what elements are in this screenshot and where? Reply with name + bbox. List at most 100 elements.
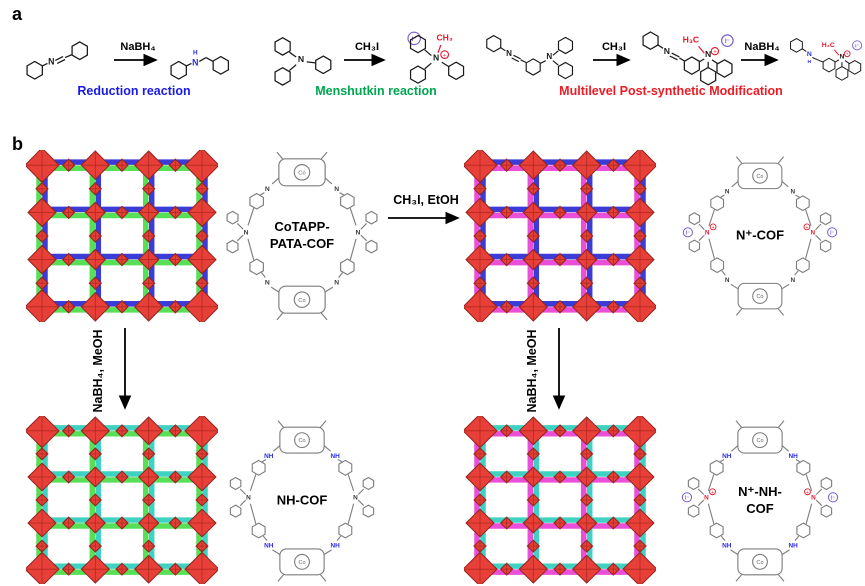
- svg-text:N: N: [244, 230, 249, 237]
- svg-text:N: N: [356, 230, 361, 237]
- triphenylamine-structure: N: [274, 37, 332, 86]
- svg-text:N: N: [704, 495, 709, 502]
- svg-text:CH₃: CH₃: [437, 32, 453, 42]
- panel-a-label: a: [12, 4, 23, 24]
- reduction-arrow-b: NaBH₄: [741, 41, 780, 66]
- svg-text:+: +: [712, 225, 715, 231]
- psm-caption: Multilevel Post-synthetic Modification: [559, 84, 783, 98]
- methyl-group: H₃C +: [683, 35, 720, 56]
- svg-text:N: N: [334, 186, 339, 193]
- svg-text:Co: Co: [756, 438, 763, 444]
- amine-nh-group: H N: [192, 50, 198, 68]
- benzene-ring: [26, 60, 43, 80]
- svg-text:H₃C: H₃C: [822, 42, 835, 49]
- svg-text:N: N: [791, 189, 796, 196]
- benzene-ring: [486, 35, 502, 53]
- benzene-ring: [170, 60, 187, 80]
- structure-name: N⁺-COF: [660, 228, 860, 245]
- svg-text:N: N: [246, 495, 251, 502]
- svg-text:N: N: [725, 277, 730, 284]
- svg-text:N: N: [353, 495, 358, 502]
- svg-text:NH: NH: [789, 453, 799, 460]
- amine-product-structure: H N: [170, 50, 230, 80]
- imine-nitrogen-label: N: [48, 56, 54, 66]
- svg-text:N: N: [334, 280, 339, 287]
- imine-nitrogen-label: N: [664, 46, 670, 56]
- svg-text:I⁻: I⁻: [685, 496, 689, 502]
- cotapp-pata-cof-framework: [26, 150, 218, 322]
- benzene-ring: [642, 31, 659, 50]
- svg-text:N: N: [811, 495, 816, 502]
- benzene-ring: [700, 66, 717, 86]
- svg-text:Co: Co: [298, 298, 305, 304]
- svg-text:N: N: [705, 230, 710, 237]
- imine-substrate-structure: N: [26, 41, 88, 80]
- benzene-ring: [716, 59, 733, 78]
- amine-nitrogen-label: N: [546, 52, 552, 61]
- reduction-arrow-right-label: NaBH₄, MeOH: [525, 329, 539, 413]
- imine-amine-substrate-structure: N N: [486, 35, 574, 80]
- ammonium-nitrogen-label: N: [705, 49, 711, 59]
- methylated-intermediate-structure: N N H₃C + I⁻: [642, 31, 734, 86]
- svg-text:H: H: [193, 50, 198, 57]
- svg-text:+: +: [805, 225, 808, 231]
- imine-nitrogen-label: N: [506, 49, 512, 58]
- svg-text:I⁻: I⁻: [686, 231, 690, 237]
- benzene-ring: [409, 65, 427, 84]
- ammonium-nitrogen-label: N: [433, 52, 439, 62]
- structure-name: NH-COF: [220, 493, 384, 510]
- panel-b-label: b: [12, 134, 23, 154]
- structure-name-line1: CoTAPP-: [274, 219, 330, 235]
- structure-name-line1: N⁺-NH-: [738, 484, 782, 500]
- reagent-label: CH₃I, EtOH: [393, 193, 459, 207]
- structure-name-line2: PATA-COF: [269, 236, 335, 251]
- svg-text:N: N: [192, 57, 198, 67]
- svg-text:I⁻: I⁻: [831, 496, 835, 502]
- reagent-label: CH₃I: [602, 41, 626, 53]
- svg-text:NH: NH: [722, 543, 732, 550]
- methylation-arrow-b: CH₃I, EtOH: [388, 193, 460, 225]
- structure-name: N⁺-NH- COF: [660, 484, 860, 518]
- svg-text:N: N: [811, 230, 816, 237]
- iodide-ion: I⁻: [407, 31, 421, 46]
- benzene-ring: [835, 66, 849, 81]
- svg-text:N: N: [265, 186, 270, 193]
- benzene-ring: [557, 36, 574, 55]
- benzene-ring: [315, 55, 332, 75]
- menshutkin-arrow: CH₃I: [344, 41, 386, 66]
- svg-text:Co: Co: [756, 560, 763, 566]
- benzene-ring: [848, 60, 862, 75]
- benzene-ring: [212, 55, 230, 75]
- multilevel-product-structure: N H N H₃C + I⁻: [790, 38, 863, 81]
- svg-text:NH: NH: [331, 453, 341, 460]
- svg-text:Co: Co: [298, 438, 305, 444]
- svg-text:N: N: [791, 277, 796, 284]
- benzene-ring: [274, 67, 291, 86]
- reduction-caption: Reduction reaction: [77, 84, 191, 98]
- methyl-group: CH₃ +: [437, 32, 453, 59]
- iodide-ion: I⁻: [721, 34, 734, 47]
- svg-text:Co: Co: [298, 170, 305, 176]
- svg-text:N: N: [725, 189, 730, 196]
- reduction-arrow-left: [118, 328, 132, 410]
- svg-text:+: +: [846, 52, 849, 57]
- svg-text:NH: NH: [331, 543, 341, 550]
- svg-text:I⁻: I⁻: [855, 43, 859, 49]
- svg-text:I⁻: I⁻: [412, 36, 417, 43]
- benzene-ring: [71, 41, 88, 61]
- svg-text:N: N: [265, 280, 270, 287]
- benzene-ring: [557, 61, 574, 80]
- amine-nh-group: N H: [807, 51, 812, 65]
- benzene-ring: [683, 56, 700, 75]
- reagent-label: CH₃I: [355, 41, 379, 53]
- ammonium-nitrogen-label: N: [839, 53, 844, 60]
- structure-name-line1: N⁺-COF: [735, 227, 785, 243]
